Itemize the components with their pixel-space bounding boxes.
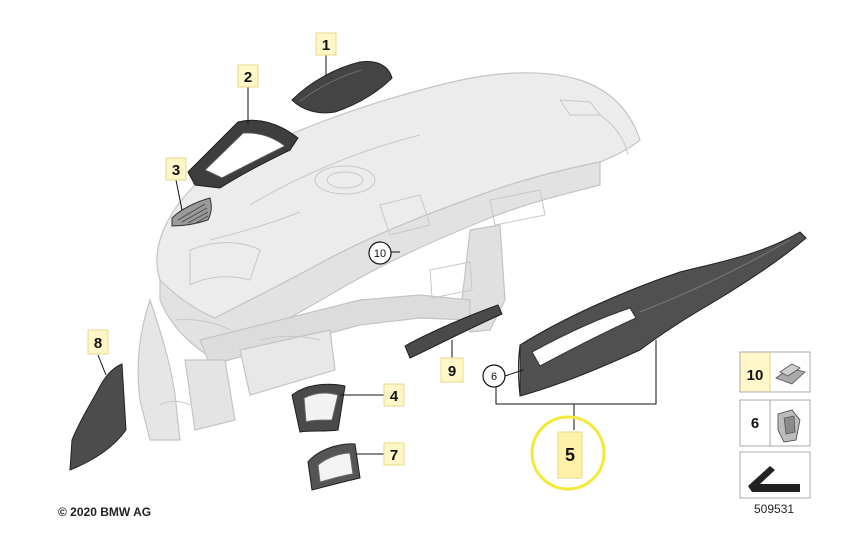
svg-text:2: 2 bbox=[244, 69, 252, 86]
svg-text:9: 9 bbox=[448, 363, 456, 380]
svg-text:1: 1 bbox=[322, 37, 330, 54]
callout-9: 9 bbox=[440, 357, 464, 383]
svg-text:6: 6 bbox=[491, 371, 497, 383]
callout-8: 8 bbox=[87, 329, 109, 355]
svg-text:4: 4 bbox=[390, 388, 399, 405]
part-2-frame-trim bbox=[187, 119, 299, 189]
svg-text:10: 10 bbox=[747, 367, 764, 384]
legend-panel: 10 6 bbox=[739, 351, 811, 499]
callout-1: 1 bbox=[315, 32, 337, 56]
retainer-icon bbox=[777, 409, 801, 443]
part-8-side-panel bbox=[69, 363, 127, 471]
part-9-trim-strip bbox=[404, 304, 503, 359]
part-5-long-trim-panel bbox=[518, 231, 807, 397]
part-4-bezel bbox=[291, 383, 346, 433]
svg-text:5: 5 bbox=[565, 445, 575, 465]
copyright-notice: © 2020 BMW AG bbox=[58, 505, 152, 519]
arrow-icon bbox=[748, 466, 800, 492]
svg-text:3: 3 bbox=[172, 162, 180, 179]
ref-6-circle: 6 bbox=[482, 364, 506, 388]
svg-text:10: 10 bbox=[374, 248, 386, 260]
part-7-switch-frame bbox=[307, 443, 361, 491]
leader-lines bbox=[97, 52, 657, 455]
part-1-top-cover bbox=[291, 61, 393, 114]
ref-10-circle: 10 bbox=[368, 241, 392, 265]
callout-5-highlighted: 5 bbox=[530, 415, 606, 491]
callout-3: 3 bbox=[165, 157, 187, 181]
clip-icon bbox=[775, 363, 806, 385]
callout-2: 2 bbox=[237, 64, 259, 88]
svg-text:6: 6 bbox=[751, 415, 759, 432]
callout-7: 7 bbox=[383, 442, 405, 466]
svg-text:7: 7 bbox=[390, 447, 398, 464]
diagram-id: 509531 bbox=[754, 502, 795, 516]
svg-text:8: 8 bbox=[94, 335, 102, 352]
part-3-vent-grille bbox=[171, 197, 212, 227]
callout-4: 4 bbox=[383, 383, 405, 407]
dashboard-details bbox=[159, 99, 629, 406]
